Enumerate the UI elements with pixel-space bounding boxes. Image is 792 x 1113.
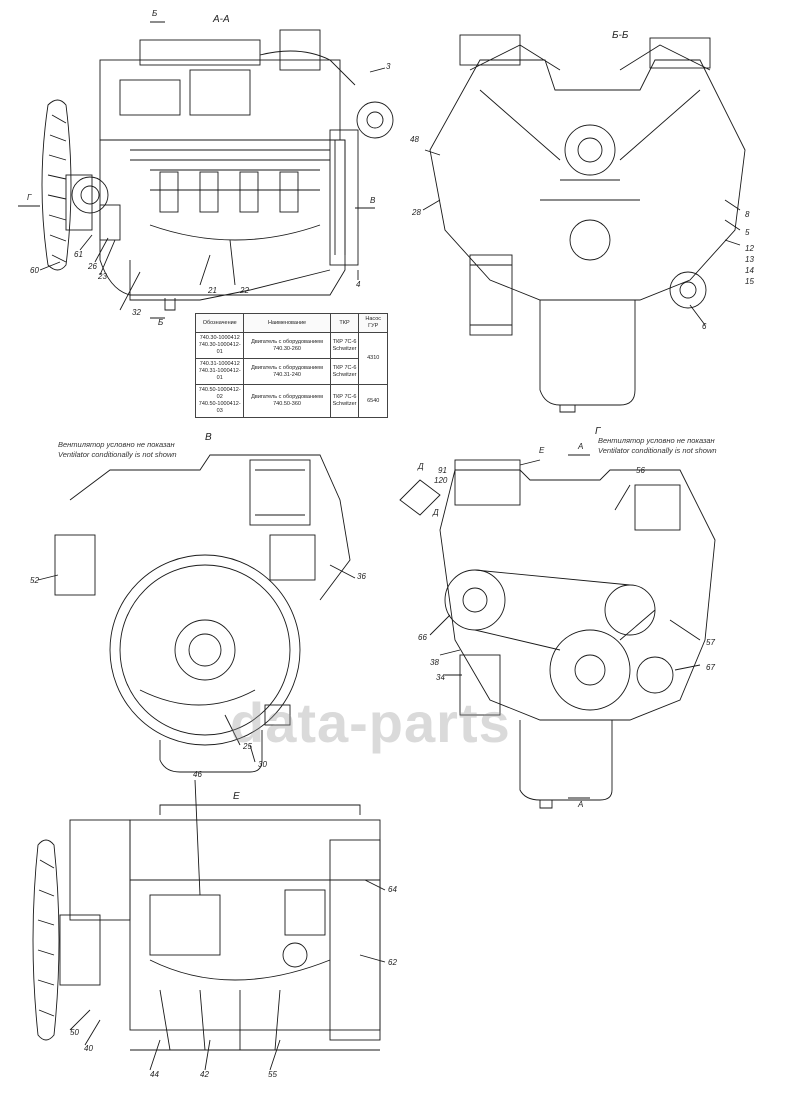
callout-label: 64 (388, 885, 397, 894)
view-title-v: В (205, 432, 212, 443)
callout-label: 56 (636, 466, 645, 475)
col-tkr: ТКР (329, 313, 360, 333)
callout-label: 44 (150, 1070, 159, 1079)
tkr-cell: Schwitzer (332, 401, 357, 407)
callout-label: 36 (357, 572, 366, 581)
callout-label: 26 (88, 262, 97, 271)
callout-label: 67 (706, 663, 715, 672)
callout-label: 52 (30, 576, 39, 585)
designation-cell: 740.50-1000412-03 (198, 401, 241, 414)
callout-label: 50 (70, 1028, 79, 1037)
view-aa-drawing (18, 21, 394, 319)
view-title-e: Е (233, 791, 240, 802)
callout-label: 48 (410, 135, 419, 144)
tkr-cell: Schwitzer (332, 345, 357, 352)
callout-label: 21 (208, 286, 217, 295)
tkr-cell: Schwitzer (332, 371, 357, 378)
callout-label: 4 (356, 280, 361, 289)
marker-v-right: В (370, 196, 376, 205)
callout-label: 38 (430, 658, 439, 667)
view-e-drawing (32, 779, 386, 1071)
tkr-cell: ТКР 7С-6 (332, 394, 357, 400)
callout-label: 42 (200, 1070, 209, 1079)
view-title-bb: Б-Б (612, 30, 629, 41)
pump-cell: 6540 (358, 384, 388, 418)
note-g-en: Ventilator conditionally is not shown (598, 446, 717, 455)
view-g-drawing (399, 454, 716, 809)
name-cell: Двигатель с оборудованием 740.50-360 (243, 384, 331, 418)
callout-label: 3 (386, 62, 391, 71)
note-v-en: Ventilator conditionally is not shown (58, 450, 177, 459)
pump-cell: 4310 (358, 332, 388, 385)
name-cell: Двигатель с оборудованием 740.31-240 (243, 358, 331, 385)
watermark: data-parts (230, 691, 511, 754)
tkr-cell: ТКР 7С-6 (332, 338, 357, 345)
marker-a-top: А (578, 442, 584, 451)
col-pump: Насос ГУР (358, 313, 388, 333)
marker-b-top: Б (152, 9, 158, 18)
designation-cell: 740.50-1000412-02 (198, 387, 241, 400)
marker-b-bottom: Б (158, 318, 164, 327)
designation-cell: 740.30-1000412-01 (198, 342, 241, 355)
marker-a-bottom: А (578, 800, 584, 809)
callout-label: 22 (240, 286, 249, 295)
callout-label: 13 (745, 255, 754, 264)
callout-label: 66 (418, 633, 427, 642)
note-g-ru: Вентилятор условно не показан (598, 436, 715, 445)
col-designation: Обозначение (194, 313, 245, 333)
callout-label: 23 (98, 272, 107, 281)
callout-label: 46 (193, 770, 202, 779)
table-header-row: Обозначение Наименование ТКР Насос ГУР (194, 313, 388, 333)
callout-label: 28 (412, 208, 421, 217)
callout-label: 5 (745, 228, 750, 237)
designation-cell: 740.31-1000412-01 (198, 368, 241, 381)
marker-g-left: Г (27, 193, 32, 202)
designation-cell: 740.30-1000412 (199, 335, 240, 341)
view-v-drawing (37, 454, 356, 773)
callout-label: 30 (258, 760, 267, 769)
callout-label: 8 (745, 210, 750, 219)
view-bb-drawing (422, 34, 746, 413)
designation-cell: 740.31-1000412 (199, 361, 240, 367)
engine-spec-table: Обозначение Наименование ТКР Насос ГУР 7… (194, 313, 388, 418)
callout-label: 55 (268, 1070, 277, 1079)
callout-label: 32 (132, 308, 141, 317)
callout-label: 91 (438, 466, 447, 475)
callout-label: 14 (745, 266, 754, 275)
tkr-cell: ТКР 7С-6 (332, 364, 357, 371)
callout-label: 12 (745, 244, 754, 253)
callout-label: 60 (30, 266, 39, 275)
callout-label: 61 (74, 250, 83, 259)
callout-label: 15 (745, 277, 754, 286)
callout-label: 25 (243, 742, 252, 751)
view-title-aa: А-А (213, 14, 230, 25)
callout-label: 40 (84, 1044, 93, 1053)
marker-e-top: Е (539, 446, 545, 455)
col-name: Наименование (243, 313, 331, 333)
callout-label: 57 (706, 638, 715, 647)
name-cell: Двигатель с оборудованием 740.30-260 (243, 332, 331, 359)
marker-d2: Д (433, 508, 439, 517)
callout-label: 120 (434, 476, 448, 485)
callout-label: 34 (436, 673, 445, 682)
marker-d1: Д (418, 462, 424, 471)
callout-label: 6 (702, 322, 707, 331)
callout-label: 62 (388, 958, 397, 967)
view-title-g: Г (595, 426, 601, 437)
note-v-ru: Вентилятор условно не показан (58, 440, 175, 449)
